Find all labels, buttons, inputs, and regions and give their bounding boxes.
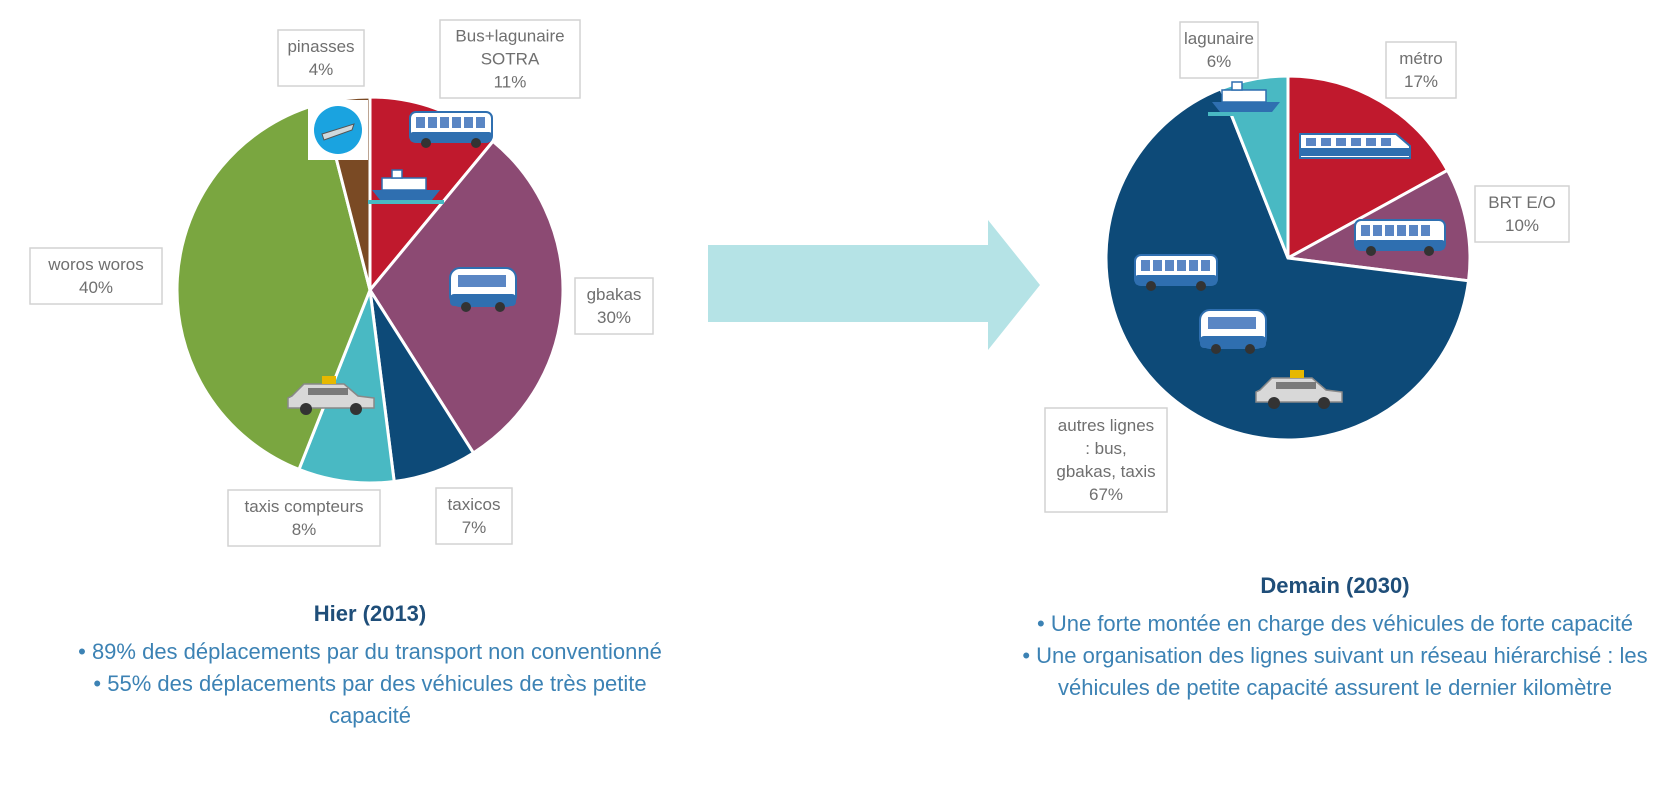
slice-label-text: : bus, bbox=[1085, 439, 1127, 458]
caption-bullet: • Une organisation des lignes suivant un… bbox=[1022, 643, 1648, 700]
pie-labels: Bus+lagunaireSOTRA11%gbakas30%taxicos7%t… bbox=[29, 19, 1570, 547]
caption-bullet-text: Une forte montée en charge des véhicules… bbox=[1050, 611, 1633, 636]
slice-label-text: métro bbox=[1399, 49, 1442, 68]
slice-label-text: gbakas bbox=[587, 285, 642, 304]
ferry-icon bbox=[1208, 81, 1284, 116]
ferry-icon bbox=[368, 169, 444, 204]
slice-label-text: 10% bbox=[1505, 216, 1539, 235]
pie-slice bbox=[1219, 74, 1290, 259]
slice-label-text: gbakas, taxis bbox=[1056, 462, 1155, 481]
slice-label-text: autres lignes bbox=[1058, 416, 1154, 435]
slice-label-text: 4% bbox=[309, 60, 334, 79]
boat-icon bbox=[308, 100, 368, 160]
articulated-bus-icon bbox=[1354, 219, 1446, 256]
caption-bullet: • Une forte montée en charge des véhicul… bbox=[1037, 611, 1633, 636]
caption-2013: Hier (2013) • 89% des déplacements par d… bbox=[60, 598, 680, 732]
transition-arrow bbox=[708, 220, 1040, 350]
slice-label: BRT E/O 10% bbox=[1474, 185, 1570, 243]
slice-label: métro 17% bbox=[1385, 41, 1457, 99]
slice-label: taxis compteurs 8% bbox=[227, 489, 381, 547]
slice-label-text: 40% bbox=[79, 278, 113, 297]
slice-label-text: 11% bbox=[494, 73, 527, 92]
bus-icon bbox=[1134, 254, 1218, 291]
minibus-icon bbox=[1199, 309, 1267, 354]
slice-label-text: pinasses bbox=[287, 37, 354, 56]
slice-label-text: 17% bbox=[1404, 72, 1438, 91]
caption-bullet-text: 55% des déplacements par des véhicules d… bbox=[107, 671, 647, 728]
caption-bullet: • 55% des déplacements par des véhicules… bbox=[93, 671, 647, 728]
pie-slice bbox=[175, 101, 372, 472]
minibus-icon bbox=[449, 267, 517, 312]
caption-2030: Demain (2030) • Une forte montée en char… bbox=[1020, 570, 1650, 704]
slice-label: gbakas 30% bbox=[574, 277, 654, 335]
taxi-icon bbox=[1255, 370, 1343, 409]
slice-label-text: SOTRA bbox=[481, 50, 540, 69]
slice-label-text: 67% bbox=[1089, 485, 1123, 504]
slice-label-text: 6% bbox=[1207, 52, 1232, 71]
slice-label-text: taxis compteurs bbox=[244, 497, 363, 516]
pie-chart-2030 bbox=[1104, 74, 1472, 442]
pie-chart-2013 bbox=[175, 95, 565, 485]
slice-label-text: woros woros bbox=[47, 255, 143, 274]
slice-label: autres lignes : bus, gbakas, taxis 67% bbox=[1044, 407, 1168, 513]
caption-title: Demain (2030) bbox=[1260, 573, 1410, 598]
caption-bullet-text: 89% des déplacements par du transport no… bbox=[91, 639, 662, 664]
slice-label-text: 8% bbox=[292, 520, 317, 539]
slice-label-text: 30% bbox=[597, 308, 631, 327]
slice-label: woros woros 40% bbox=[29, 247, 163, 305]
slice-label: taxicos 7% bbox=[435, 487, 513, 545]
caption-bullet: • 89% des déplacements par du transport … bbox=[78, 639, 662, 664]
slice-label-text: taxicos bbox=[448, 495, 501, 514]
train-icon bbox=[1299, 133, 1411, 159]
slice-label: lagunaire 6% bbox=[1179, 21, 1259, 79]
slice-label-text: lagunaire bbox=[1184, 29, 1254, 48]
slice-label: pinasses 4% bbox=[277, 29, 365, 87]
caption-title: Hier (2013) bbox=[313, 601, 427, 626]
slice-label-text: 7% bbox=[462, 518, 487, 537]
caption-bullet-text: Une organisation des lignes suivant un r… bbox=[1036, 643, 1648, 700]
pie-slice bbox=[1286, 74, 1450, 261]
taxi-icon bbox=[287, 376, 375, 415]
pie-slice bbox=[1104, 86, 1471, 442]
slice-label-text: BRT E/O bbox=[1488, 193, 1555, 212]
slice-label-text: Bus+lagunaire bbox=[455, 27, 564, 46]
bus-icon bbox=[409, 111, 493, 148]
